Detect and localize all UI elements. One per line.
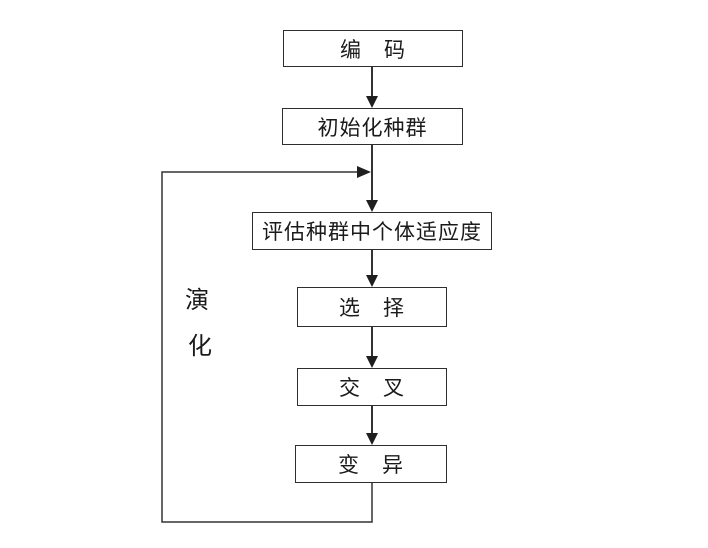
flow-box-init-population-label: 初始化种群	[317, 115, 428, 140]
flow-box-mutation-label: 变 异	[338, 453, 404, 477]
flow-box-mutation: 变 异	[295, 445, 447, 483]
arrow-init-to-evaluate	[366, 145, 378, 212]
arrow-encode-to-init	[366, 67, 378, 108]
arrow-select-to-crossover	[366, 327, 378, 368]
flow-box-encode: 编 码	[283, 30, 463, 67]
arrow-crossover-to-mutate	[366, 406, 378, 445]
flow-box-selection: 选 择	[297, 287, 447, 327]
loop-label-char2: 化	[188, 334, 212, 360]
flow-box-evaluate-fitness: 评估种群中个体适应度	[252, 212, 492, 250]
loop-label-char1: 演	[185, 288, 209, 314]
flow-box-encode-label: 编 码	[340, 37, 406, 62]
flow-box-crossover-label: 交 叉	[339, 376, 405, 400]
arrow-evaluate-to-select	[366, 250, 378, 287]
flow-box-selection-label: 选 择	[339, 296, 405, 320]
loop-back-line	[161, 166, 373, 523]
flow-box-evaluate-fitness-label: 评估种群中个体适应度	[262, 220, 482, 244]
flow-box-init-population: 初始化种群	[282, 108, 463, 145]
flow-box-crossover: 交 叉	[297, 368, 447, 406]
